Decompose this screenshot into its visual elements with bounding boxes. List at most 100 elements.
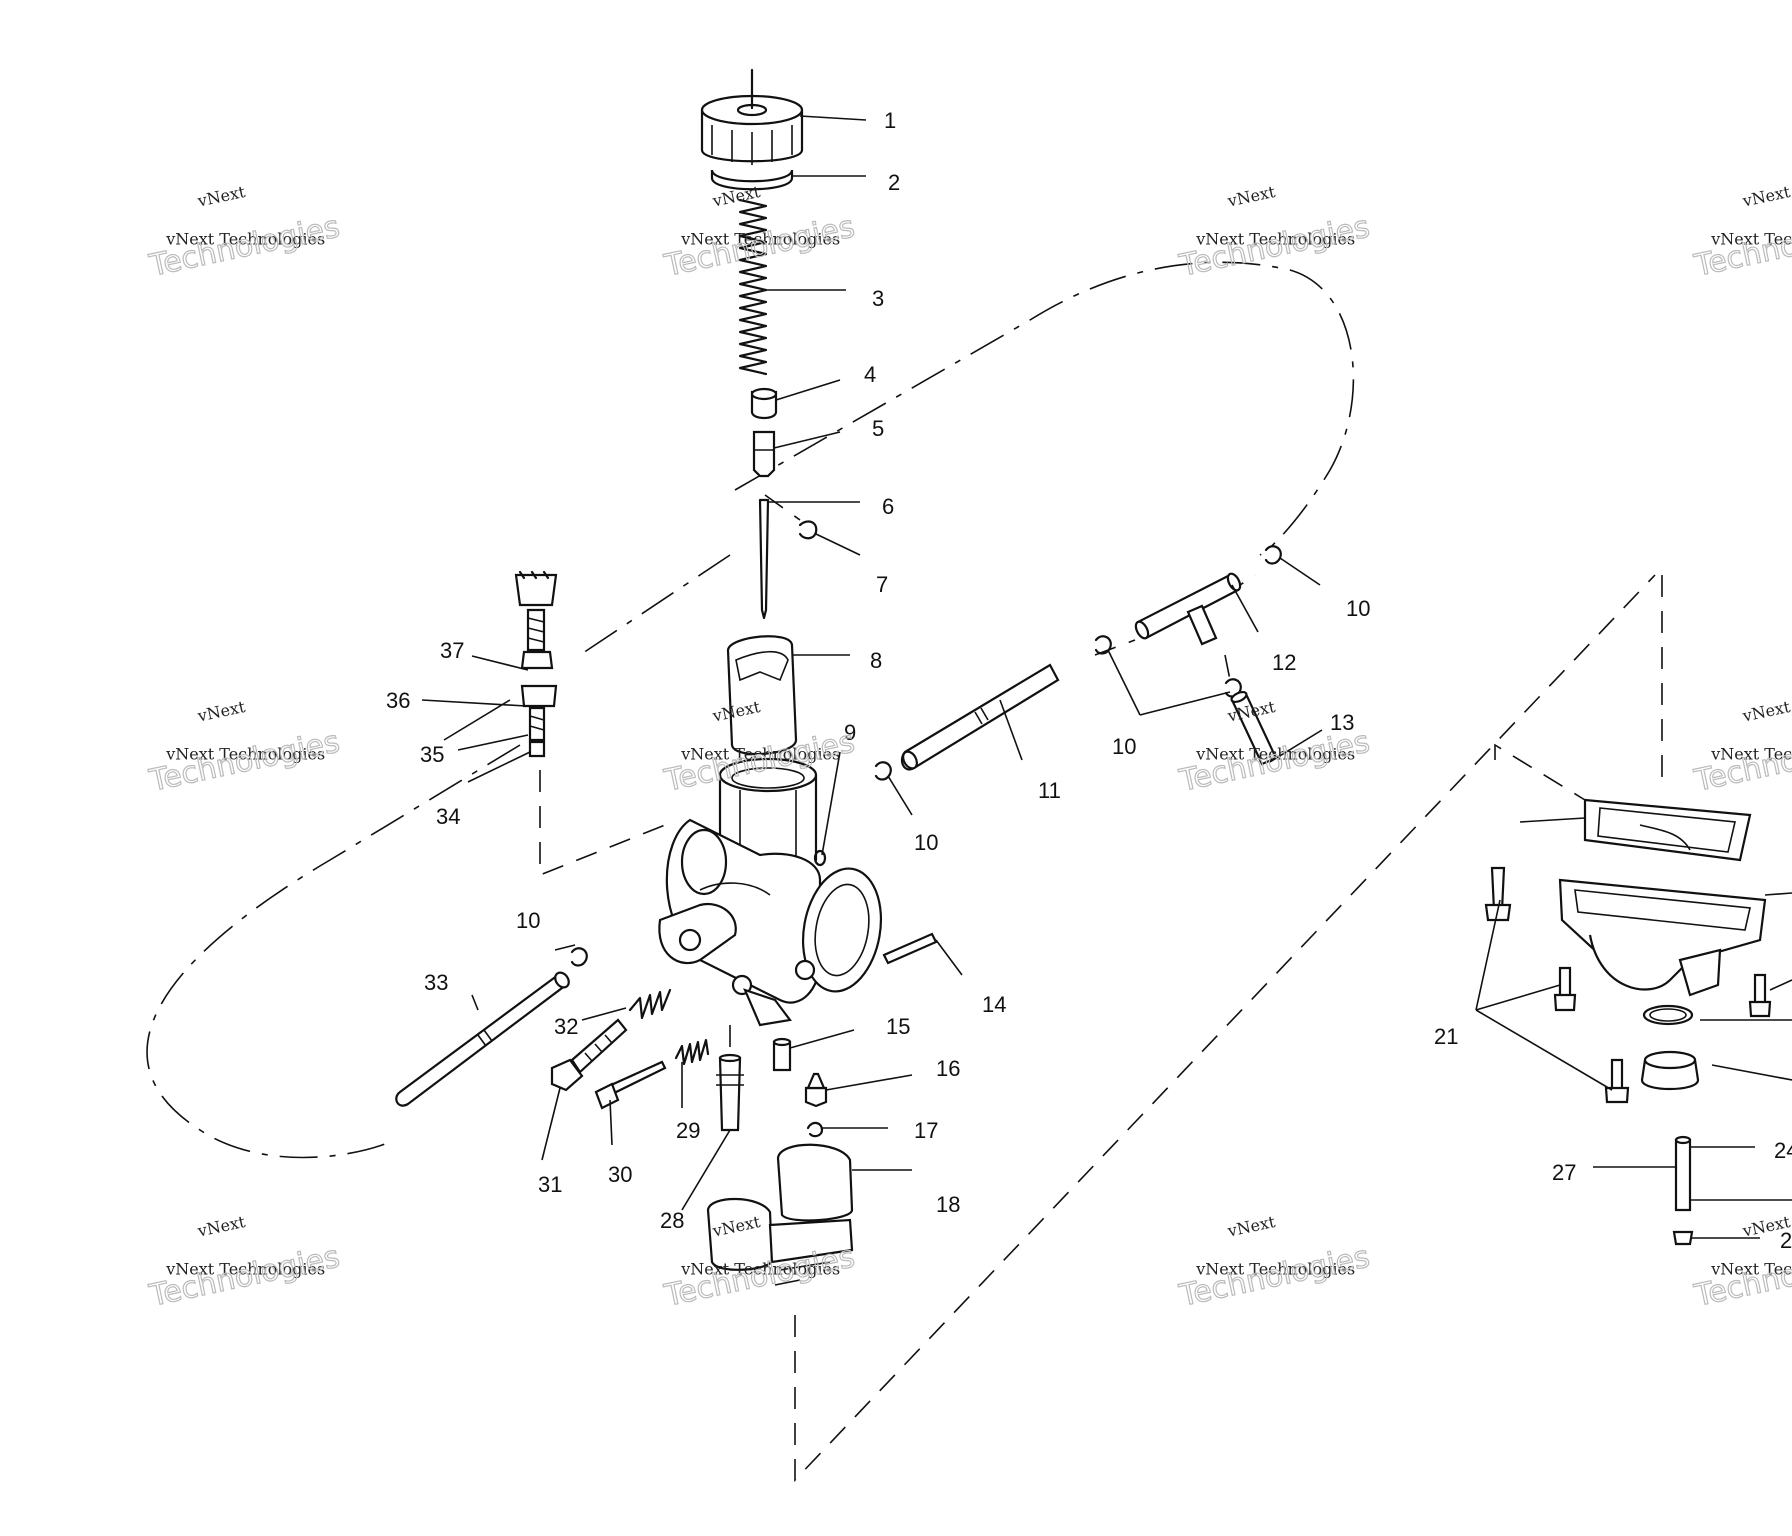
svg-text:Technologies: Technologies (1176, 724, 1373, 799)
svg-text:vNext Technologies: vNext Technologies (1195, 744, 1355, 763)
callout-21: 21 (1434, 1024, 1458, 1049)
svg-text:vNext Technologies: vNext Technologies (680, 744, 840, 763)
callout-32: 32 (554, 1014, 578, 1039)
callout-10-d: 10 (516, 908, 540, 933)
watermark-group: vNext vNext Technologies Technologies vN… (145, 182, 1792, 1315)
callout-28: 28 (660, 1208, 684, 1233)
callout-1: 1 (884, 108, 896, 133)
part-34-37-cable-adjuster (514, 570, 558, 758)
callout-27: 27 (1552, 1160, 1576, 1185)
watermark-12: vNext vNext Technologies Technologies (1690, 1212, 1792, 1315)
callout-37: 37 (440, 638, 464, 663)
part-15-jet (772, 1037, 792, 1072)
part-8-throttle-slide (726, 635, 798, 756)
watermark-9: vNext vNext Technologies Technologies (145, 1212, 343, 1315)
callout-17: 17 (914, 1118, 938, 1143)
svg-text:vNext Technologies: vNext Technologies (165, 1259, 325, 1278)
callout-10-a: 10 (914, 830, 938, 855)
svg-text:vNext Technologies: vNext Technologies (1195, 1259, 1355, 1278)
callout-18: 18 (936, 1192, 960, 1217)
part-7-e-clip (798, 520, 818, 540)
svg-text:vNext Technologies: vNext Technologies (1710, 1259, 1792, 1278)
part-31-idle-screw (550, 1018, 628, 1092)
part-5-needle-holder (752, 430, 776, 478)
svg-text:vNext: vNext (1740, 182, 1792, 211)
svg-text:vNext: vNext (710, 182, 762, 211)
svg-text:vNext Technologies: vNext Technologies (165, 229, 325, 248)
leader-lines (421, 115, 1792, 1239)
callout-13: 13 (1330, 710, 1354, 735)
callout-15: 15 (886, 1014, 910, 1039)
callout-3: 3 (872, 286, 884, 311)
callout-36: 36 (386, 688, 410, 713)
callout-8: 8 (870, 648, 882, 673)
svg-text:vNext: vNext (1225, 182, 1277, 211)
callout-35: 35 (420, 742, 444, 767)
svg-text:vNext Technologies: vNext Technologies (1710, 229, 1792, 248)
callout-29: 29 (676, 1118, 700, 1143)
svg-text:vNext: vNext (195, 182, 247, 211)
callout-33: 33 (424, 970, 448, 995)
part-18-float (706, 1143, 854, 1286)
svg-text:Technologies: Technologies (1691, 1239, 1792, 1314)
callout-24: 24 (1774, 1138, 1792, 1163)
part-3-spring (738, 198, 768, 376)
part-1-top-cap (700, 68, 804, 165)
part-12-t-fitting (1134, 572, 1242, 646)
svg-text:vNext Technologies: vNext Technologies (1195, 229, 1355, 248)
callout-2-partial: 2 (1780, 1228, 1792, 1253)
part-6-jet-needle (758, 498, 770, 620)
part-10-clip-a (874, 761, 892, 781)
svg-text:Technologies: Technologies (146, 209, 343, 284)
part-10-clip-c (1264, 545, 1282, 565)
watermark-8: vNext vNext Technologies Technologies (1690, 697, 1792, 800)
part-10-clip-e (570, 947, 588, 967)
callout-11: 11 (1038, 778, 1061, 803)
callout-10-b: 10 (1112, 734, 1136, 759)
svg-text:Technologies: Technologies (146, 724, 343, 799)
svg-text:vNext Technologies: vNext Technologies (1710, 744, 1792, 763)
callout-6: 6 (882, 494, 894, 519)
callout-4: 4 (864, 362, 876, 387)
part-10-clip-d (1224, 678, 1242, 698)
svg-text:vNext: vNext (1740, 697, 1792, 726)
part-14-pin (882, 932, 938, 965)
part-16-main-jet (804, 1072, 828, 1108)
svg-text:Technologies: Technologies (1691, 209, 1792, 284)
callout-7: 7 (876, 572, 888, 597)
part-11-vent-hose (900, 663, 1060, 771)
callout-34: 34 (436, 804, 460, 829)
svg-text:vNext Technologies: vNext Technologies (680, 229, 840, 248)
svg-text:vNext Technologies: vNext Technologies (680, 1259, 840, 1278)
part-33-hose (395, 971, 570, 1107)
callout-16: 16 (936, 1056, 960, 1081)
watermark-1: vNext vNext Technologies Technologies (145, 182, 343, 285)
callout-5: 5 (872, 416, 884, 441)
part-10-clip-b (1094, 635, 1112, 655)
part-2-gasket (710, 169, 794, 191)
callout-labels: 1 2 3 4 5 6 7 8 9 10 10 10 10 11 12 13 1… (386, 108, 1792, 1253)
svg-text:Technologies: Technologies (1691, 724, 1792, 799)
svg-text:vNext: vNext (195, 697, 247, 726)
float-bowl-assembly (1484, 798, 1772, 1246)
callout-12: 12 (1272, 650, 1296, 675)
watermark-11: vNext vNext Technologies Technologies (1175, 1212, 1373, 1315)
part-28-needle-jet (716, 1053, 744, 1132)
svg-text:Technologies: Technologies (1176, 1239, 1373, 1314)
watermark-2: vNext vNext Technologies Technologies (660, 182, 858, 285)
watermark-4: vNext vNext Technologies Technologies (1690, 182, 1792, 285)
callout-9: 9 (844, 720, 856, 745)
watermark-7: vNext vNext Technologies Technologies (1175, 697, 1373, 800)
watermark-5: vNext vNext Technologies Technologies (145, 697, 343, 800)
callout-31: 31 (538, 1172, 562, 1197)
callout-30: 30 (608, 1162, 632, 1187)
part-30-pilot-screw (594, 1060, 667, 1110)
part-17-clip (806, 1121, 824, 1138)
watermark-3: vNext vNext Technologies Technologies (1175, 182, 1373, 285)
svg-text:vNext Technologies: vNext Technologies (165, 744, 325, 763)
part-29-spring (674, 1038, 710, 1066)
svg-text:vNext: vNext (195, 1212, 247, 1241)
callout-10-c: 10 (1346, 596, 1370, 621)
callout-2: 2 (888, 170, 900, 195)
svg-text:Technologies: Technologies (1176, 209, 1373, 284)
